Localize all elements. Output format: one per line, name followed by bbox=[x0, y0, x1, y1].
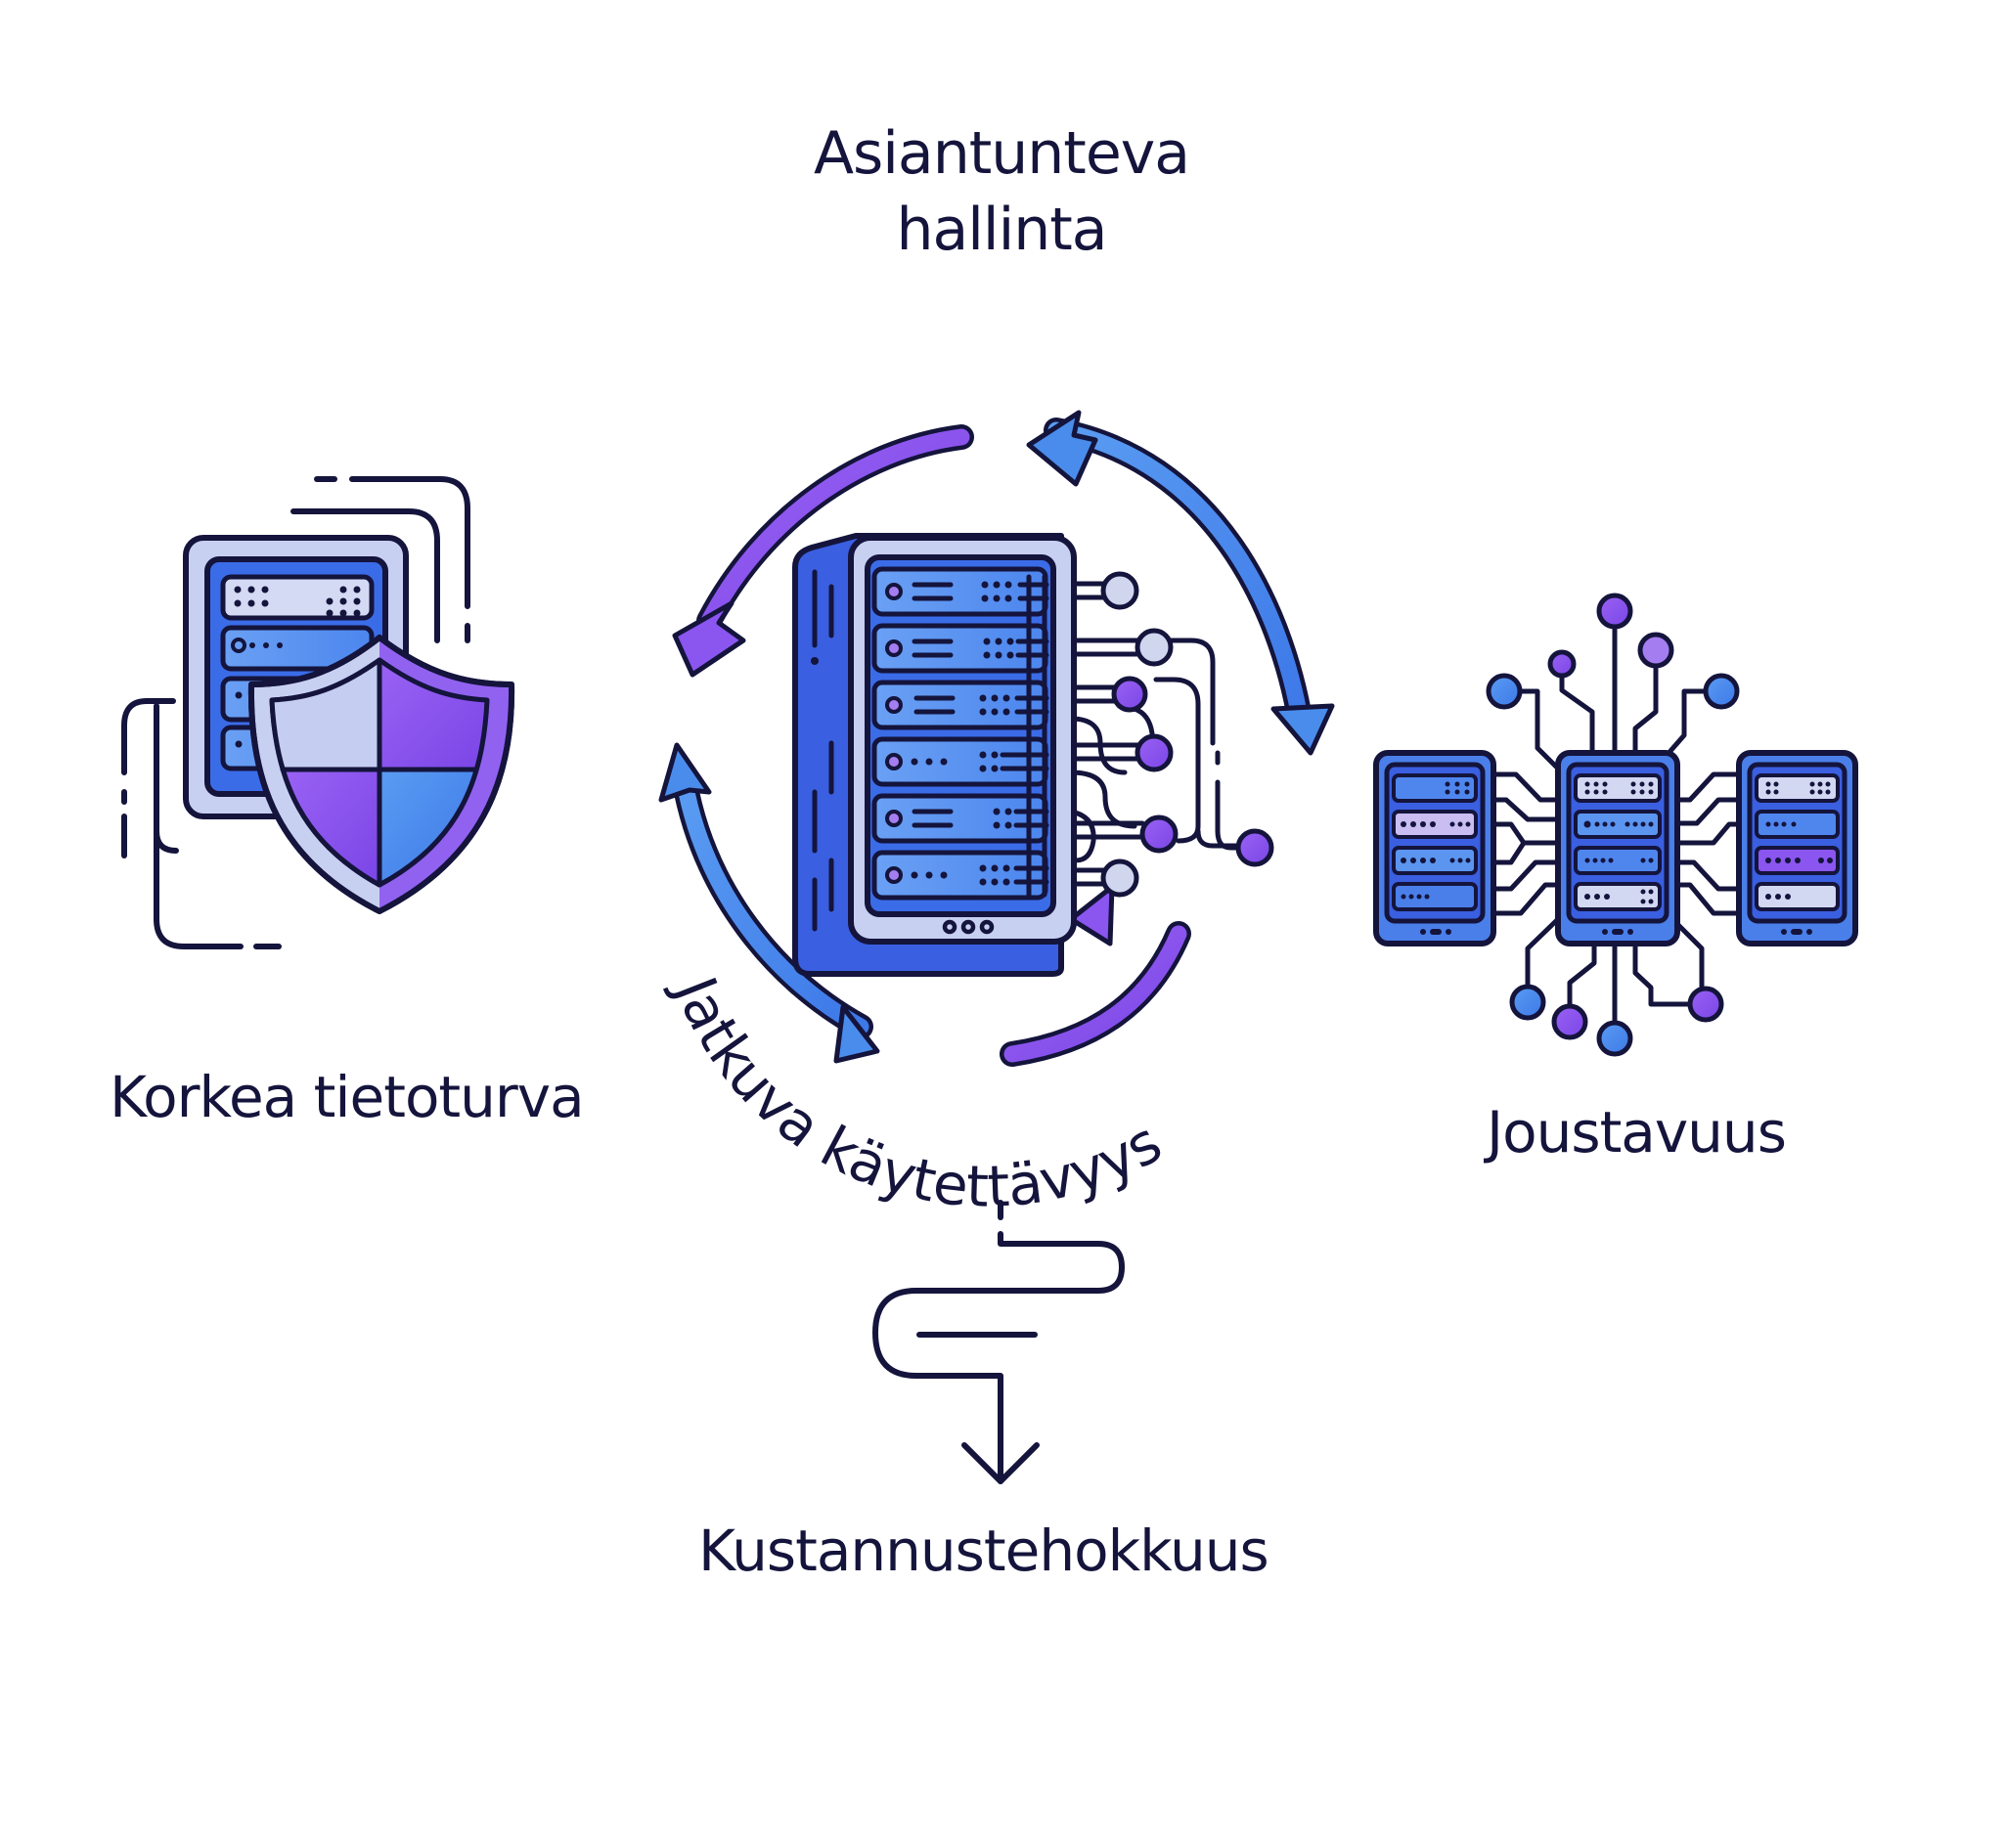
network-nodes bbox=[1486, 593, 1740, 1057]
winding-arrow-down-icon bbox=[872, 1200, 1125, 1484]
server-cycle-icon: Jatkuva käytettävyys bbox=[658, 410, 1335, 1220]
label-continuous-availability: Jatkuva käytettävyys bbox=[661, 965, 1173, 1219]
label-flexibility: Joustavuus bbox=[1487, 1099, 1787, 1166]
server-shield-icon bbox=[121, 476, 515, 949]
node-6 bbox=[1100, 858, 1139, 898]
rack-unit-leds bbox=[885, 583, 903, 884]
node-4 bbox=[1135, 733, 1174, 772]
cycle-arrow-bottom-left bbox=[658, 742, 880, 1064]
connector-verticals bbox=[1026, 574, 1047, 898]
rack-units bbox=[871, 566, 1048, 901]
network-server-center bbox=[1555, 750, 1680, 946]
label-cost-efficiency: Kustannustehokkuus bbox=[698, 1518, 1269, 1584]
label-high-security: Korkea tietoturva bbox=[110, 1064, 585, 1130]
decor-lines-icon bbox=[121, 476, 470, 949]
title-line-1: Asiantunteva bbox=[813, 119, 1190, 188]
shield-icon bbox=[247, 635, 515, 914]
node-1 bbox=[1100, 571, 1139, 610]
cycle-nodes bbox=[1100, 571, 1274, 898]
node-7 bbox=[1235, 828, 1274, 867]
cycle-arrow-bottom-right bbox=[1000, 884, 1191, 1067]
node-2 bbox=[1135, 628, 1174, 667]
node-3 bbox=[1111, 676, 1148, 713]
network-server-right bbox=[1736, 750, 1858, 946]
title-expert-management: Asiantunteva hallinta bbox=[0, 115, 2003, 268]
title-line-2: hallinta bbox=[896, 196, 1107, 264]
network-server-left bbox=[1373, 750, 1496, 946]
cycle-arrow-top-left bbox=[672, 424, 974, 678]
server-network-icon bbox=[1373, 593, 1858, 1057]
node-5 bbox=[1139, 814, 1179, 854]
cycle-arrow-top-right bbox=[1026, 410, 1335, 756]
